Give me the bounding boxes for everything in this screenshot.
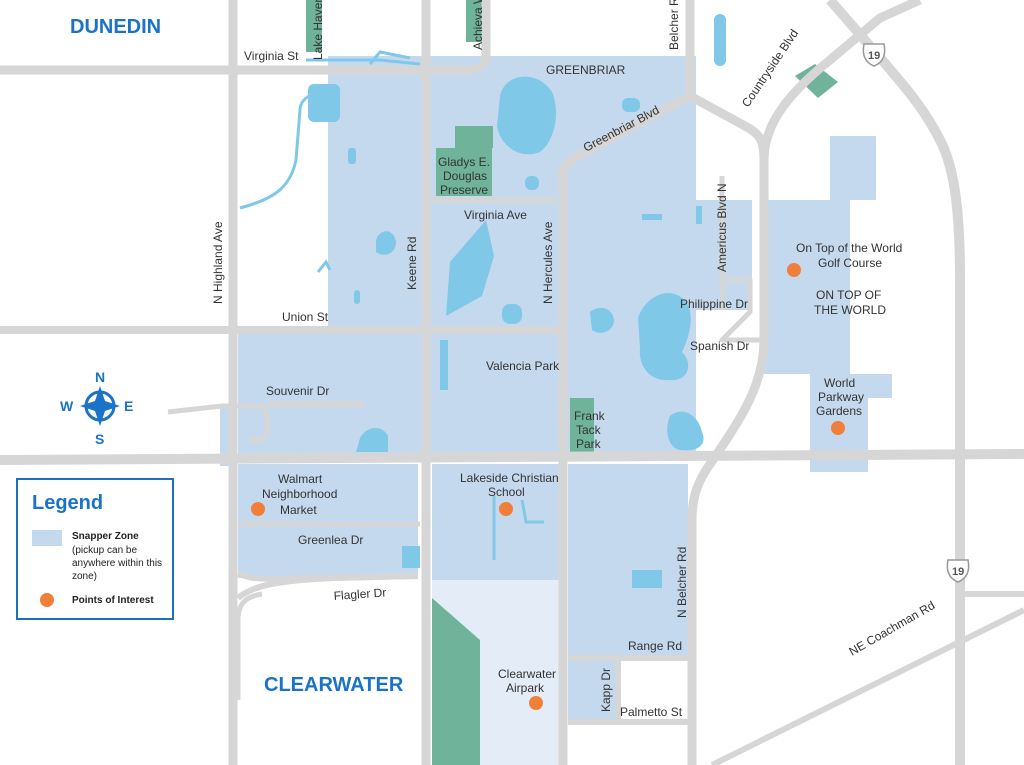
street-achieva: Achieva W (471, 0, 485, 50)
legend-poi-label: Points of Interest (72, 595, 154, 606)
poi-marker-lakeside[interactable] (499, 502, 513, 516)
legend: Legend Snapper Zone (pickup can be anywh… (16, 478, 174, 620)
snapper-zone-swatch (32, 530, 62, 546)
compass-north: N (95, 369, 105, 385)
street-union: Union St (282, 310, 329, 324)
street-range: Range Rd (628, 639, 682, 653)
poi-parkway-label-3: Gardens (816, 404, 862, 418)
place-frank-1: Frank (574, 409, 606, 423)
street-kapp: Kapp Dr (599, 668, 613, 712)
street-virginia-ave: Virginia Ave (464, 208, 527, 222)
place-gladys-1: Gladys E. (438, 155, 490, 169)
poi-marker-golf[interactable] (787, 263, 801, 277)
city-label-clearwater: CLEARWATER (264, 674, 404, 696)
creeks (239, 50, 544, 560)
poi-walmart-label-2: Neighborhood (262, 487, 337, 501)
street-virginia-st: Virginia St (244, 49, 299, 63)
poi-airpark-label-2: Airpark (506, 681, 545, 695)
us19-shield-north-label: 19 (868, 50, 880, 62)
street-spanish: Spanish Dr (690, 339, 749, 353)
poi-swatch (40, 593, 54, 607)
poi-markers (251, 263, 845, 710)
poi-walmart-label-3: Market (280, 503, 317, 517)
street-n-highland: N Highland Ave (211, 221, 225, 304)
poi-marker-walmart[interactable] (251, 502, 265, 516)
poi-parkway-label-2: Parkway (818, 390, 864, 404)
street-americus: Americus Blvd N (715, 183, 729, 272)
compass-south: S (95, 431, 104, 447)
poi-lakeside-label-2: School (488, 485, 525, 499)
compass-east: E (124, 398, 133, 414)
compass-rose: N S W E (60, 369, 133, 447)
poi-parkway-label-1: World (824, 376, 855, 390)
place-on-top-1: ON TOP OF (816, 288, 881, 302)
place-valencia: Valencia Park (486, 359, 560, 373)
street-belcher-top: Belcher R (667, 0, 681, 50)
us19-shield-north: 19 (862, 43, 886, 67)
poi-marker-parkway[interactable] (831, 421, 845, 435)
us19-shield-south-label: 19 (952, 566, 964, 578)
legend-zone-description: (pickup can be anywhere within this zone… (72, 545, 163, 582)
street-keene: Keene Rd (405, 237, 419, 290)
parks (306, 0, 838, 765)
street-n-belcher: N Belcher Rd (675, 547, 689, 618)
poi-golf-label-1: On Top of the World (796, 241, 902, 255)
poi-golf-label-2: Golf Course (818, 256, 882, 270)
street-philippine: Philippine Dr (680, 297, 748, 311)
city-label-dunedin: DUNEDIN (70, 16, 161, 38)
compass-west: W (60, 398, 74, 414)
legend-zone-title: Snapper Zone (72, 531, 139, 542)
street-souvenir: Souvenir Dr (266, 384, 329, 398)
place-on-top-2: THE WORLD (814, 303, 886, 317)
poi-airpark-label-1: Clearwater (498, 667, 556, 681)
poi-lakeside-label-1: Lakeside Christian (460, 471, 559, 485)
street-n-hercules: N Hercules Ave (541, 221, 555, 304)
street-greenlea: Greenlea Dr (298, 533, 363, 547)
poi-walmart-label-1: Walmart (278, 472, 323, 486)
place-gladys-2: Douglas (443, 169, 487, 183)
street-lake-haven: Lake Haven (311, 0, 325, 60)
place-frank-2: Tack (576, 423, 602, 437)
street-coachman: NE Coachman Rd (847, 598, 938, 658)
us19-shield-south: 19 (946, 559, 970, 583)
place-greenbriar: GREENBRIAR (546, 63, 626, 77)
legend-title: Legend (32, 492, 104, 514)
place-gladys-3: Preserve (440, 183, 488, 197)
place-frank-3: Park (576, 437, 602, 451)
poi-marker-airpark[interactable] (529, 696, 543, 710)
compass-star (80, 386, 120, 426)
street-flagler: Flagler Dr (333, 585, 387, 603)
street-palmetto: Palmetto St (620, 705, 683, 719)
water-bodies (308, 14, 726, 588)
